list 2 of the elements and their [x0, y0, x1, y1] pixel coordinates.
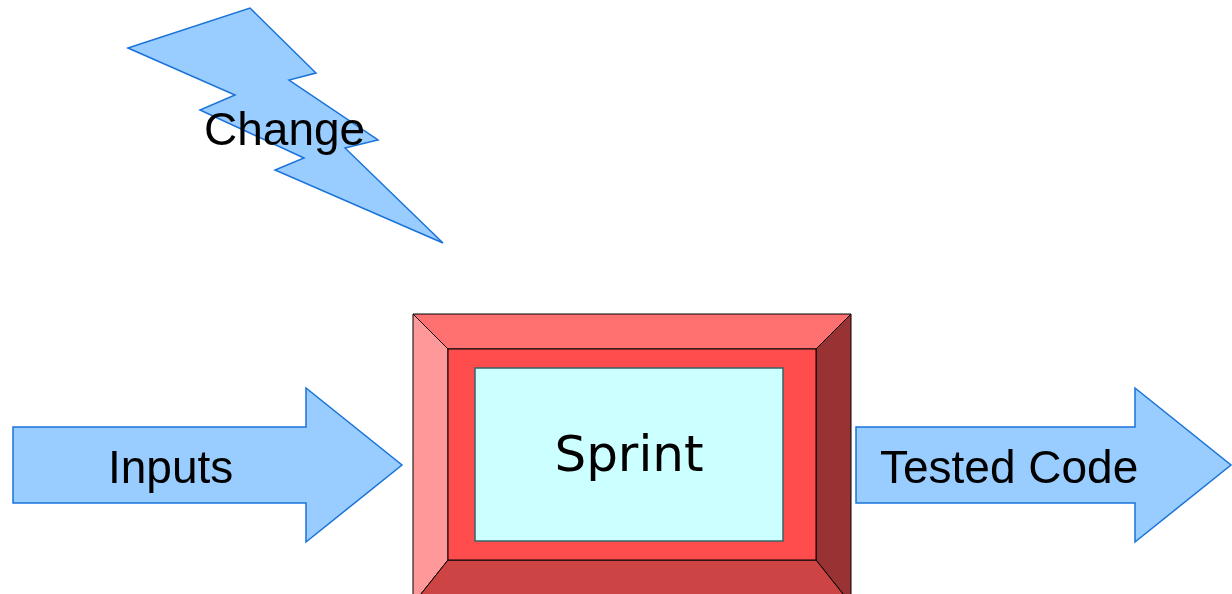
node-label: Sprint	[553, 429, 705, 479]
node-label: Tested Code	[880, 444, 1139, 490]
